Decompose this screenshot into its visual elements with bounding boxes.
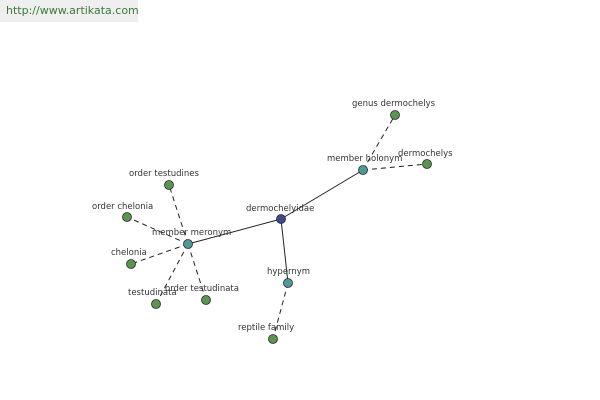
edge-hypernym-reptile-family	[272, 282, 289, 340]
edge-dermochelyidae-hypernym	[280, 218, 289, 284]
node-label-hypernym[interactable]: hypernym	[267, 267, 310, 277]
site-url-link[interactable]: http://www.artikata.com	[6, 4, 139, 17]
node-label-testudinata[interactable]: testudinata	[128, 288, 177, 298]
node-label-genus-dermochelys[interactable]: genus dermochelys	[352, 99, 436, 109]
edge-member-meronym-order-testudinata	[187, 243, 207, 301]
node-label-member-holonym[interactable]: member holonym	[327, 154, 402, 164]
node-dermochelyidae[interactable]	[276, 214, 286, 224]
node-label-member-meronym[interactable]: member meronym	[152, 228, 231, 238]
edge-member-holonym-genus-dermochelys	[362, 114, 396, 171]
node-order-testudines[interactable]	[164, 180, 174, 190]
labels-layer: dermochelyidae member holonym genus dermoc…	[92, 99, 453, 333]
node-label-chelonia[interactable]: chelonia	[111, 248, 147, 258]
node-label-order-testudines[interactable]: order testudines	[129, 169, 199, 179]
edge-member-holonym-dermochelys	[362, 163, 428, 171]
node-member-holonym[interactable]	[358, 165, 368, 175]
node-dermochelys[interactable]	[422, 159, 432, 169]
edge-member-meronym-order-testudines	[168, 184, 189, 245]
edge-member-meronym-order-chelonia	[126, 216, 189, 245]
node-genus-dermochelys[interactable]	[390, 110, 400, 120]
node-testudinata[interactable]	[151, 299, 161, 309]
edge-dermochelyidae-member-meronym	[187, 218, 282, 245]
edge-member-meronym-testudinata	[155, 243, 189, 305]
node-label-order-chelonia[interactable]: order chelonia	[92, 202, 153, 212]
edge-dermochelyidae-member-holonym	[280, 169, 364, 220]
node-label-order-testudinata[interactable]: order testudinata	[165, 284, 239, 294]
edge-member-meronym-chelonia	[130, 243, 189, 265]
node-hypernym[interactable]	[283, 278, 293, 288]
node-label-dermochelyidae[interactable]: dermochelyidae	[246, 204, 314, 214]
url-bar: http://www.artikata.com	[0, 0, 139, 22]
nodes-layer	[122, 110, 432, 344]
edges-layer	[126, 114, 428, 340]
node-order-chelonia[interactable]	[122, 212, 132, 222]
node-label-dermochelys[interactable]: dermochelys	[398, 149, 453, 159]
node-member-meronym[interactable]	[183, 239, 193, 249]
node-reptile-family[interactable]	[268, 334, 278, 344]
node-chelonia[interactable]	[126, 259, 136, 269]
node-order-testudinata[interactable]	[201, 295, 211, 305]
node-label-reptile-family[interactable]: reptile family	[238, 323, 294, 333]
